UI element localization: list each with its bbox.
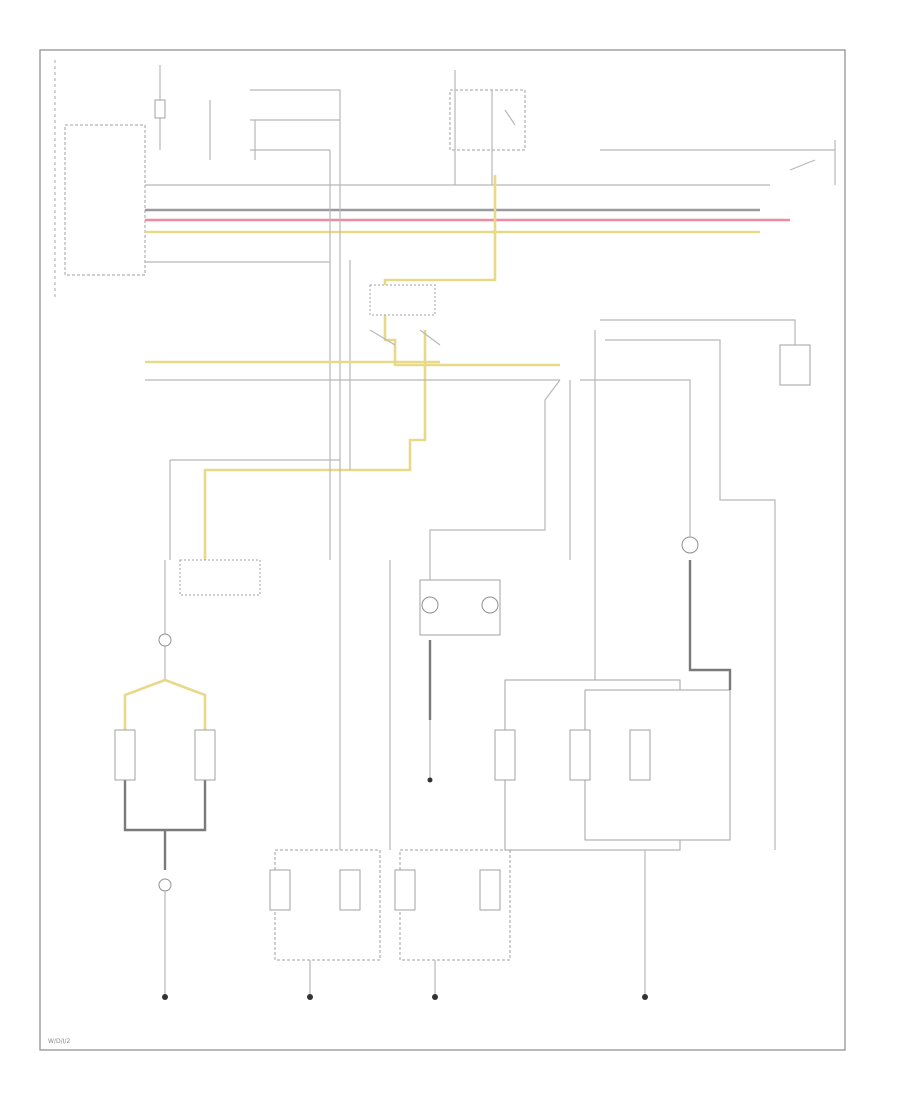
wire-dark-right [688,560,732,690]
wire-loop-left [123,760,207,832]
bulb-icon [158,878,172,892]
bulb-icon [158,633,172,647]
diagram-frame [39,49,846,1051]
fuse-block-top-left [154,65,166,150]
relay-right-mid [580,319,811,850]
bulb-icon [681,536,699,554]
ground-icon [307,994,313,1000]
lamp-box-bottom-center-right [389,560,511,995]
body-control-module [54,60,146,300]
lamp-group-right [494,679,731,995]
switch-cluster-top [209,89,341,175]
lamp-pair-center [419,579,501,780]
wire-yellow-trunk [383,175,560,367]
ground-icon [642,994,648,1000]
switch-right-top [600,140,836,185]
lamp-pair-left [114,729,216,781]
lamp-stack-left [123,559,261,760]
relay-top-center [449,70,526,185]
ground-icon [432,994,438,1000]
diagram-code: W/D/I/2 [48,1038,70,1045]
ground-icon [162,994,168,1000]
switch-block-center [369,284,441,346]
lamp-box-bottom-center-left [269,560,381,995]
ground-icon [427,777,433,783]
